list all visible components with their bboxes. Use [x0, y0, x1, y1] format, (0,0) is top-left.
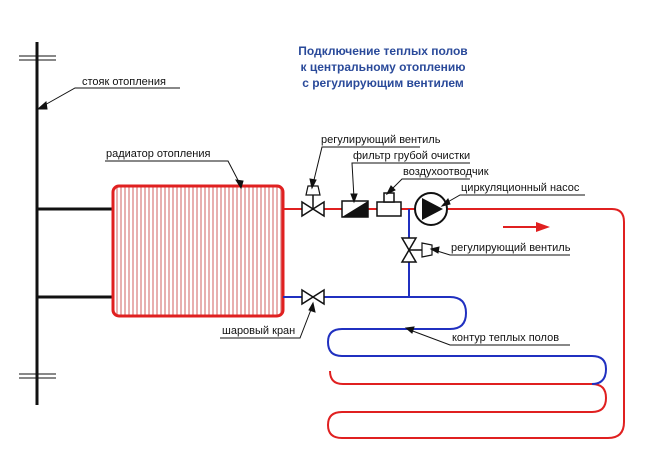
title-line-3: с регулирующим вентилем — [302, 76, 464, 90]
label-riser: стояк отопления — [82, 76, 166, 88]
air-vent-icon — [376, 192, 402, 217]
coarse-filter[interactable] — [341, 200, 369, 218]
circulation-pump[interactable] — [414, 192, 448, 226]
heating-riser — [19, 42, 113, 405]
label-circulation-pump: циркуляционный насос — [461, 182, 580, 194]
valve-icon — [400, 237, 433, 263]
label-control-valve-bypass: регулирующий вентиль — [451, 242, 571, 254]
air-vent[interactable] — [376, 192, 402, 217]
title-line-1: Подключение теплых полов — [298, 44, 467, 58]
label-floor-loop: контур теплых полов — [452, 332, 559, 344]
flow-arrow-icon — [503, 222, 550, 232]
valve-icon — [301, 288, 325, 306]
filter-icon — [341, 200, 369, 218]
label-control-valve-top: регулирующий вентиль — [321, 134, 441, 146]
pump-icon — [414, 192, 448, 226]
label-radiator: радиатор отопления — [106, 148, 211, 160]
label-ball-valve: шаровый кран — [222, 325, 295, 337]
label-coarse-filter: фильтр грубой очистки — [353, 150, 470, 162]
diagram-title: Подключение теплых полов к центральному … — [298, 44, 467, 90]
control-valve-top[interactable] — [301, 185, 325, 218]
label-air-vent: воздухоотводчик — [403, 166, 489, 178]
radiator — [111, 184, 285, 318]
leader-lines — [36, 87, 585, 346]
ball-valve[interactable] — [301, 288, 325, 306]
valve-icon — [301, 185, 325, 218]
control-valve-bypass[interactable] — [400, 237, 433, 263]
title-line-2: к центральному отоплению — [300, 60, 465, 74]
return-pipe — [283, 262, 608, 385]
labels: стояк отопления радиатор отопления регул… — [82, 76, 580, 344]
